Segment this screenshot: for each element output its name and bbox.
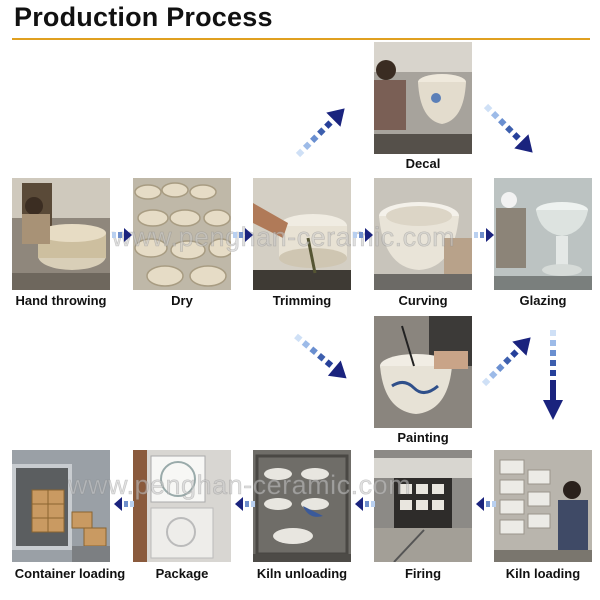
page-title: Production Process: [14, 2, 273, 32]
label-decal: Decal: [405, 156, 441, 171]
arrow-painting-to-glaze: [481, 337, 531, 387]
kiln-unloading-photo: [253, 450, 351, 562]
label-container-loading: Container loading: [14, 566, 126, 581]
dry-photo: [133, 178, 231, 290]
watermark-bottom: www.penghan-ceramic.com: [68, 470, 412, 501]
label-hand-throwing: Hand throwing: [15, 293, 107, 308]
label-curving: Curving: [398, 293, 448, 308]
arrow-trim-to-curve: [353, 228, 373, 242]
arrow-unload-to-package: [235, 497, 255, 511]
arrow-trim-to-decal: [295, 108, 345, 158]
label-glazing: Glazing: [519, 293, 567, 308]
kiln-loading-photo: [494, 450, 592, 562]
arrow-glaze-to-kilnload: [543, 330, 563, 420]
arrow-curve-to-glaze: [474, 228, 494, 242]
decal-photo: [374, 42, 472, 154]
glazing-photo: [494, 178, 592, 290]
package-photo: [133, 450, 231, 562]
painting-photo: [374, 316, 472, 428]
arrow-dry-to-trim: [233, 228, 253, 242]
label-trimming: Trimming: [272, 293, 332, 308]
container-loading-photo: [12, 450, 110, 562]
label-painting: Painting: [397, 430, 449, 445]
label-dry: Dry: [171, 293, 193, 308]
title-underline: [12, 38, 590, 40]
label-kiln-unloading: Kiln unloading: [256, 566, 348, 581]
label-firing: Firing: [404, 566, 442, 581]
arrow-hand-to-dry: [112, 228, 132, 242]
arrow-package-to-container: [114, 497, 134, 511]
arrow-trim-to-painting: [294, 333, 347, 379]
label-kiln-loading: Kiln loading: [505, 566, 581, 581]
label-package: Package: [155, 566, 209, 581]
hand-throwing-photo: [12, 178, 110, 290]
curving-photo: [374, 178, 472, 290]
arrow-kilnload-to-firing: [476, 497, 496, 511]
arrow-firing-to-unload: [355, 497, 375, 511]
trimming-photo: [253, 178, 351, 290]
arrow-decal-to-glaze: [483, 103, 533, 153]
firing-photo: [374, 450, 472, 562]
